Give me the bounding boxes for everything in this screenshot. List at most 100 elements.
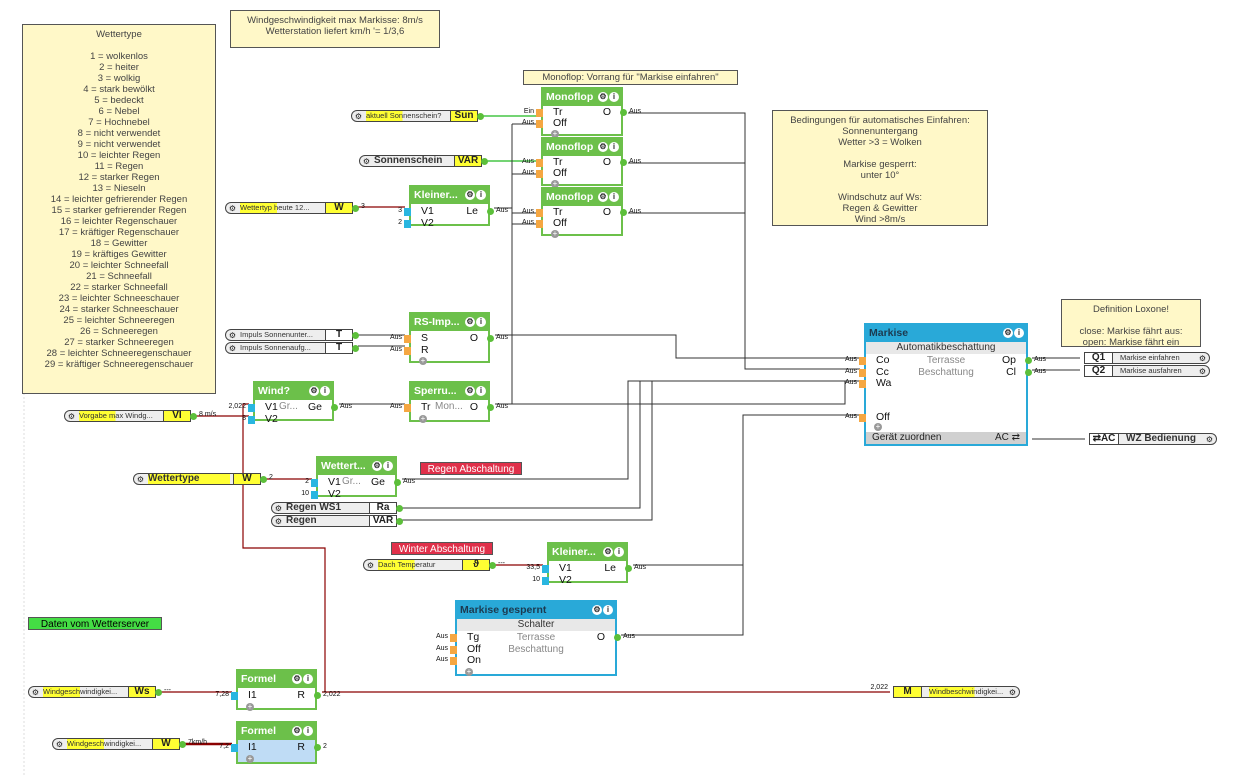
- gear-icon[interactable]: ⚙: [67, 412, 76, 421]
- input-windws[interactable]: ⚙Windgeschwindigkei...Ws---: [28, 686, 171, 698]
- info-icon[interactable]: i: [609, 192, 619, 202]
- block-header[interactable]: Wind?⚙i: [255, 383, 332, 400]
- info-icon[interactable]: i: [609, 92, 619, 102]
- input-port[interactable]: Aus: [845, 413, 866, 422]
- block-header[interactable]: Monoflop⚙i: [543, 139, 621, 156]
- block-header[interactable]: Monoflop⚙i: [543, 189, 621, 206]
- add-input-icon[interactable]: +: [551, 179, 559, 188]
- input-port[interactable]: 7,28: [215, 691, 238, 700]
- input-port[interactable]: Aus: [436, 633, 457, 642]
- input-port[interactable]: Aus: [390, 403, 411, 412]
- gear-icon[interactable]: ⚙: [55, 740, 64, 749]
- output-port[interactable]: [481, 158, 488, 165]
- input-port[interactable]: Ein: [524, 108, 543, 117]
- input-port[interactable]: Aus: [522, 169, 543, 178]
- input-sun[interactable]: ⚙aktuell Sonnenschein?Sun: [351, 110, 484, 122]
- output-port[interactable]: Aus: [394, 478, 415, 486]
- block-header[interactable]: Formel⚙i: [238, 723, 315, 740]
- output-port[interactable]: Aus: [614, 633, 635, 641]
- input-port[interactable]: 2: [398, 219, 411, 228]
- gear-icon[interactable]: ⚙: [309, 386, 319, 396]
- input-port[interactable]: Aus: [522, 158, 543, 167]
- input-port[interactable]: Aus: [390, 334, 411, 343]
- add-input-icon[interactable]: +: [874, 422, 882, 431]
- gear-icon[interactable]: ⚙: [274, 517, 283, 526]
- input-port[interactable]: Aus: [845, 356, 866, 365]
- output-port[interactable]: 2: [260, 474, 273, 483]
- gear-icon[interactable]: ⚙: [465, 386, 475, 396]
- block-header[interactable]: Kleiner...⚙i: [549, 544, 626, 561]
- output-port[interactable]: 3: [352, 203, 365, 212]
- add-input-icon[interactable]: +: [419, 356, 427, 365]
- output-port[interactable]: 2,022: [314, 691, 341, 699]
- gear-icon[interactable]: ⚙: [1008, 688, 1017, 697]
- input-port[interactable]: Aus: [522, 208, 543, 217]
- input-port[interactable]: 10: [532, 576, 549, 585]
- output-port[interactable]: Aus: [1025, 356, 1046, 364]
- output-port[interactable]: Aus: [620, 158, 641, 166]
- add-input-icon[interactable]: +: [246, 753, 254, 763]
- gear-icon[interactable]: ⚙: [1205, 435, 1214, 444]
- output-port[interactable]: [352, 345, 359, 352]
- input-port[interactable]: 7,2: [219, 743, 238, 752]
- output-port[interactable]: Aus: [487, 207, 508, 215]
- info-icon[interactable]: i: [476, 317, 486, 327]
- add-input-icon[interactable]: +: [419, 413, 427, 423]
- gear-icon[interactable]: ⚙: [598, 192, 608, 202]
- block-header[interactable]: Kleiner...⚙i: [411, 187, 488, 204]
- info-icon[interactable]: i: [476, 190, 486, 200]
- output-port[interactable]: Aus: [487, 334, 508, 342]
- info-icon[interactable]: i: [614, 547, 624, 557]
- gear-icon[interactable]: ⚙: [292, 674, 302, 684]
- gear-icon[interactable]: ⚙: [354, 112, 363, 121]
- input-port[interactable]: Aus: [436, 645, 457, 654]
- gear-icon[interactable]: ⚙: [228, 331, 237, 340]
- gear-icon[interactable]: ⚙: [1198, 354, 1207, 363]
- info-icon[interactable]: i: [1014, 328, 1024, 338]
- add-input-icon[interactable]: +: [551, 229, 559, 238]
- input-port[interactable]: Aus: [845, 379, 866, 388]
- info-icon[interactable]: i: [303, 726, 313, 736]
- output-port[interactable]: Aus: [620, 208, 641, 216]
- input-port[interactable]: Aus: [436, 656, 457, 665]
- output-port[interactable]: 7km/h: [179, 739, 207, 748]
- info-icon[interactable]: i: [383, 461, 393, 471]
- input-port[interactable]: 10: [301, 490, 318, 499]
- output-ac[interactable]: ⚙WZ Bedienung⇄AC: [1089, 433, 1217, 445]
- info-icon[interactable]: i: [303, 674, 313, 684]
- gear-icon[interactable]: ⚙: [603, 547, 613, 557]
- output-port[interactable]: ---: [155, 687, 171, 696]
- input-port[interactable]: Aus: [390, 346, 411, 355]
